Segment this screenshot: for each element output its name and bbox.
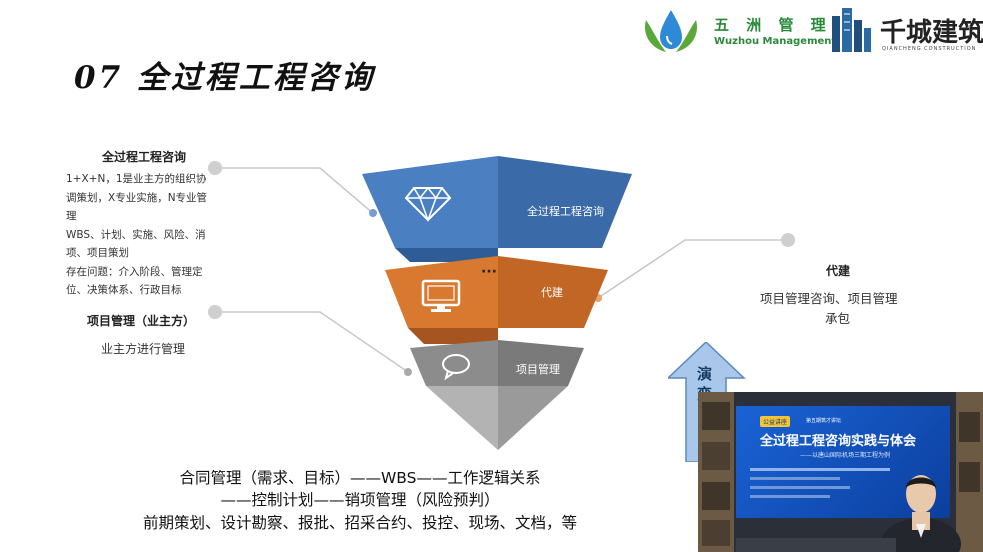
qiancheng-logo-cn: 千城建筑 — [880, 18, 983, 48]
right-text-line1: 项目管理咨询、项目管理 — [760, 291, 898, 306]
speaker-info-lines — [750, 468, 900, 498]
lecture-tag: 公益讲座 — [760, 416, 791, 427]
water-drop-leaf-icon — [644, 10, 698, 52]
lecture-subtitle: ——以唐山国际机场三期工程为例 — [800, 452, 891, 459]
layer-label-project-management: 项目管理 — [516, 363, 560, 376]
arrow-text-1: 演 — [697, 365, 713, 383]
lecture-series: 第五期筑才讲坛 — [806, 418, 842, 424]
speaker-figure — [881, 475, 961, 552]
layer-label-full-process: 全过程工程咨询 — [527, 205, 604, 218]
monitor-icon — [420, 278, 462, 314]
text-line: 理 — [66, 210, 77, 222]
bottom-text-line2: ——控制计划——销项管理（风险预判） — [220, 491, 500, 509]
video-overlay[interactable]: 公益讲座 第五期筑才讲坛 全过程工程咨询实践与体会 ——以唐山国际机场三期工程为… — [698, 392, 983, 552]
chat-bubble-icon — [440, 352, 472, 381]
text-line: 项、项目策划 — [66, 247, 129, 259]
wuzhou-logo-cn: 五 洲 管 理 — [714, 16, 832, 34]
left-heading-project-management: 项目管理（业主方） — [87, 314, 196, 328]
text-line: 存在问题：介入阶段、管理定 — [66, 265, 203, 278]
left-text-project-management: 业主方进行管理 — [101, 342, 186, 356]
slide-title: 07 全过程工程咨询 — [74, 60, 375, 96]
text-line: 1+X+N，1是业主方的组织协 — [66, 173, 207, 185]
left-heading-full-process: 全过程工程咨询 — [102, 150, 187, 164]
bookshelf — [698, 392, 734, 552]
desk — [736, 538, 896, 552]
bottom-text-line1: 合同管理（需求、目标）——WBS——工作逻辑关系 — [179, 469, 541, 487]
left-text-full-process: 1+X+N，1是业主方的组织协 调策划，X专业实施，N专业管 理 WBS、计划、… — [66, 170, 246, 300]
right-heading-agent: 代建 — [826, 264, 851, 278]
diamond-icon — [404, 186, 452, 223]
building-icon — [832, 8, 871, 52]
lecture-title: 全过程工程咨询实践与体会 — [760, 434, 917, 449]
wuzhou-logo-en: Wuzhou Management — [714, 36, 837, 47]
qiancheng-logo: 千城建筑 QIANCHENG CONSTRUCTION — [830, 6, 983, 56]
pyramid-diagram — [362, 156, 632, 450]
text-line: 位、决策体系、行政目标 — [66, 284, 182, 296]
text-line: 调策划，X专业实施，N专业管 — [66, 191, 208, 204]
text-line: WBS、计划、实施、风险、消 — [66, 228, 206, 241]
wuzhou-logo: 五 洲 管 理 Wuzhou Management — [640, 6, 836, 54]
layer-label-agent-construction: 代建 — [541, 286, 563, 299]
presentation-screen: 公益讲座 第五期筑才讲坛 全过程工程咨询实践与体会 ——以唐山国际机场三期工程为… — [736, 406, 950, 518]
qiancheng-logo-en: QIANCHENG CONSTRUCTION — [882, 46, 977, 52]
bottom-text-line3: 前期策划、设计勘察、报批、招采合约、投控、现场、文档，等 — [142, 514, 577, 532]
ellipsis-dots: ··· — [481, 264, 497, 280]
bookshelf-right — [956, 392, 983, 552]
right-text-line2: 承包 — [825, 311, 851, 326]
